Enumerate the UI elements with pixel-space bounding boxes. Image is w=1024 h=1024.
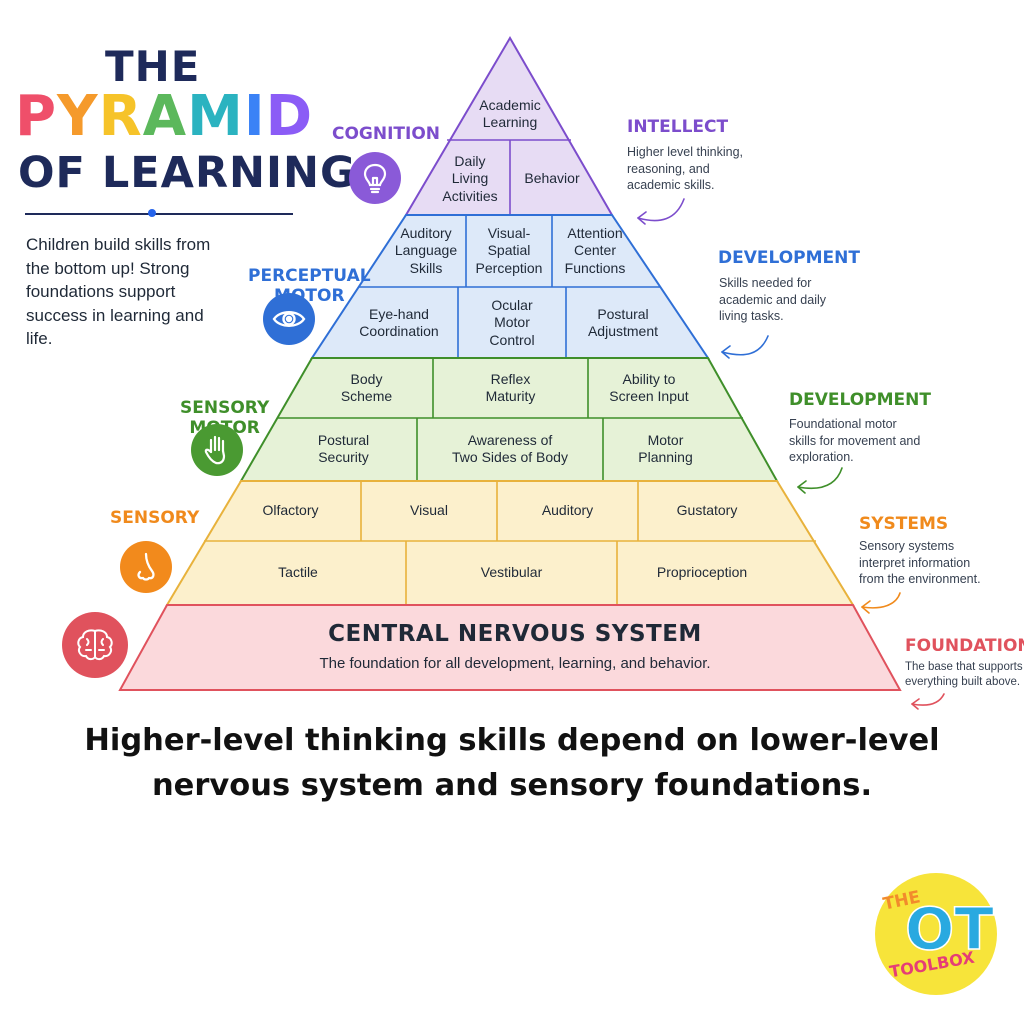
cell-auditory-language-skills: Auditory Language Skills [394, 224, 458, 276]
eye-icon [263, 293, 315, 345]
title-divider-dot [148, 209, 156, 217]
cell-daily-living-activities: Daily Living Activities [442, 152, 498, 204]
pyramid-tier-foundation [118, 604, 902, 691]
label-cognition: COGNITION [332, 124, 441, 144]
cell-eye-hand-coordination: Eye-hand Coordination [359, 305, 439, 340]
arrow-development-2 [797, 467, 843, 490]
arrow-systems [861, 592, 901, 609]
cell-attention-center-functions: Attention Center Functions [564, 224, 626, 276]
title-line-pyramid: PYRAMID [15, 84, 313, 149]
annotation-development-2-text: Foundational motor skills for movement a… [789, 417, 921, 464]
cell-motor-planning: Motor Planning [638, 431, 693, 466]
title-letter-4: M [187, 84, 244, 149]
cell-proprioception: Proprioception [656, 564, 748, 581]
label-perceptual-motor-text: PERCEPTUAL MOTOR [248, 266, 371, 306]
arrow-intellect [637, 198, 685, 222]
cell-behavior: Behavior [524, 170, 580, 187]
label-sensory: SENSORY [110, 508, 200, 528]
pyramid-diagram [118, 36, 945, 710]
title-letter-2: R [98, 84, 143, 149]
central-nervous-system-title: CENTRAL NERVOUS SYSTEM [328, 621, 702, 647]
cell-academic-learning: Academic Learning [479, 96, 541, 131]
annotation-development-2-title: DEVELOPMENT [789, 390, 931, 410]
cell-reflex-maturity: Reflex Maturity [485, 370, 536, 405]
arrow-foundation [911, 693, 945, 706]
annotation-foundation-text: The base that supports everything built … [905, 661, 1023, 688]
title-divider [25, 213, 293, 215]
cell-auditory: Auditory [541, 502, 594, 519]
cell-vestibular: Vestibular [480, 564, 543, 581]
cell-awareness-two-sides: Awareness of Two Sides of Body [452, 431, 568, 466]
title-letter-3: A [142, 84, 188, 149]
annotation-intellect-title: INTELLECT [627, 117, 729, 137]
arrow-development-1 [721, 335, 769, 356]
nose-icon [120, 541, 172, 593]
cell-ocular-motor-control: Ocular Motor Control [489, 296, 535, 348]
logo-ot-text: OT [904, 894, 994, 964]
lightbulb-icon [349, 152, 401, 204]
cell-body-scheme: Body Scheme [340, 370, 393, 405]
annotation-intellect-text: Higher level thinking, reasoning, and ac… [627, 145, 744, 192]
brain-icon [62, 612, 128, 678]
annotation-development-1-text: Skills needed for academic and daily liv… [719, 276, 827, 323]
cell-olfactory: Olfactory [262, 502, 319, 519]
annotation-foundation-title: FOUNDATION [905, 636, 1024, 656]
cell-visual: Visual [410, 502, 448, 519]
cell-gustatory: Gustatory [676, 502, 738, 519]
central-nervous-system-subtitle: The foundation for all development, lear… [319, 655, 711, 672]
cell-postural-security: Postural Security [317, 431, 370, 466]
caption-text: Higher-level thinking skills depend on l… [84, 723, 940, 803]
annotation-systems-title: SYSTEMS [859, 514, 949, 534]
title-letter-6: D [265, 84, 314, 149]
title-letter-0: P [15, 84, 58, 149]
cell-tactile: Tactile [278, 564, 318, 581]
intro-text: Children build skills from the bottom up… [26, 235, 211, 348]
annotation-development-1-title: DEVELOPMENT [718, 248, 860, 268]
label-perceptual-motor: PERCEPTUAL MOTOR [248, 246, 371, 326]
cell-postural-adjustment: Postural Adjustment [587, 305, 659, 340]
cell-visual-spatial-perception: Visual- Spatial Perception [475, 224, 543, 276]
hand-icon [191, 424, 243, 476]
title-line-the: THE [105, 42, 201, 91]
title-letter-5: I [243, 84, 266, 149]
title-line-of-learning: OF LEARNING [18, 148, 357, 198]
title-letter-1: Y [57, 84, 99, 149]
cell-ability-to-screen-input: Ability to Screen Input [609, 370, 689, 405]
annotation-systems-text: Sensory systems interpret information fr… [859, 539, 981, 586]
ot-toolbox-logo: THE OT TOOLBOX [875, 873, 997, 995]
